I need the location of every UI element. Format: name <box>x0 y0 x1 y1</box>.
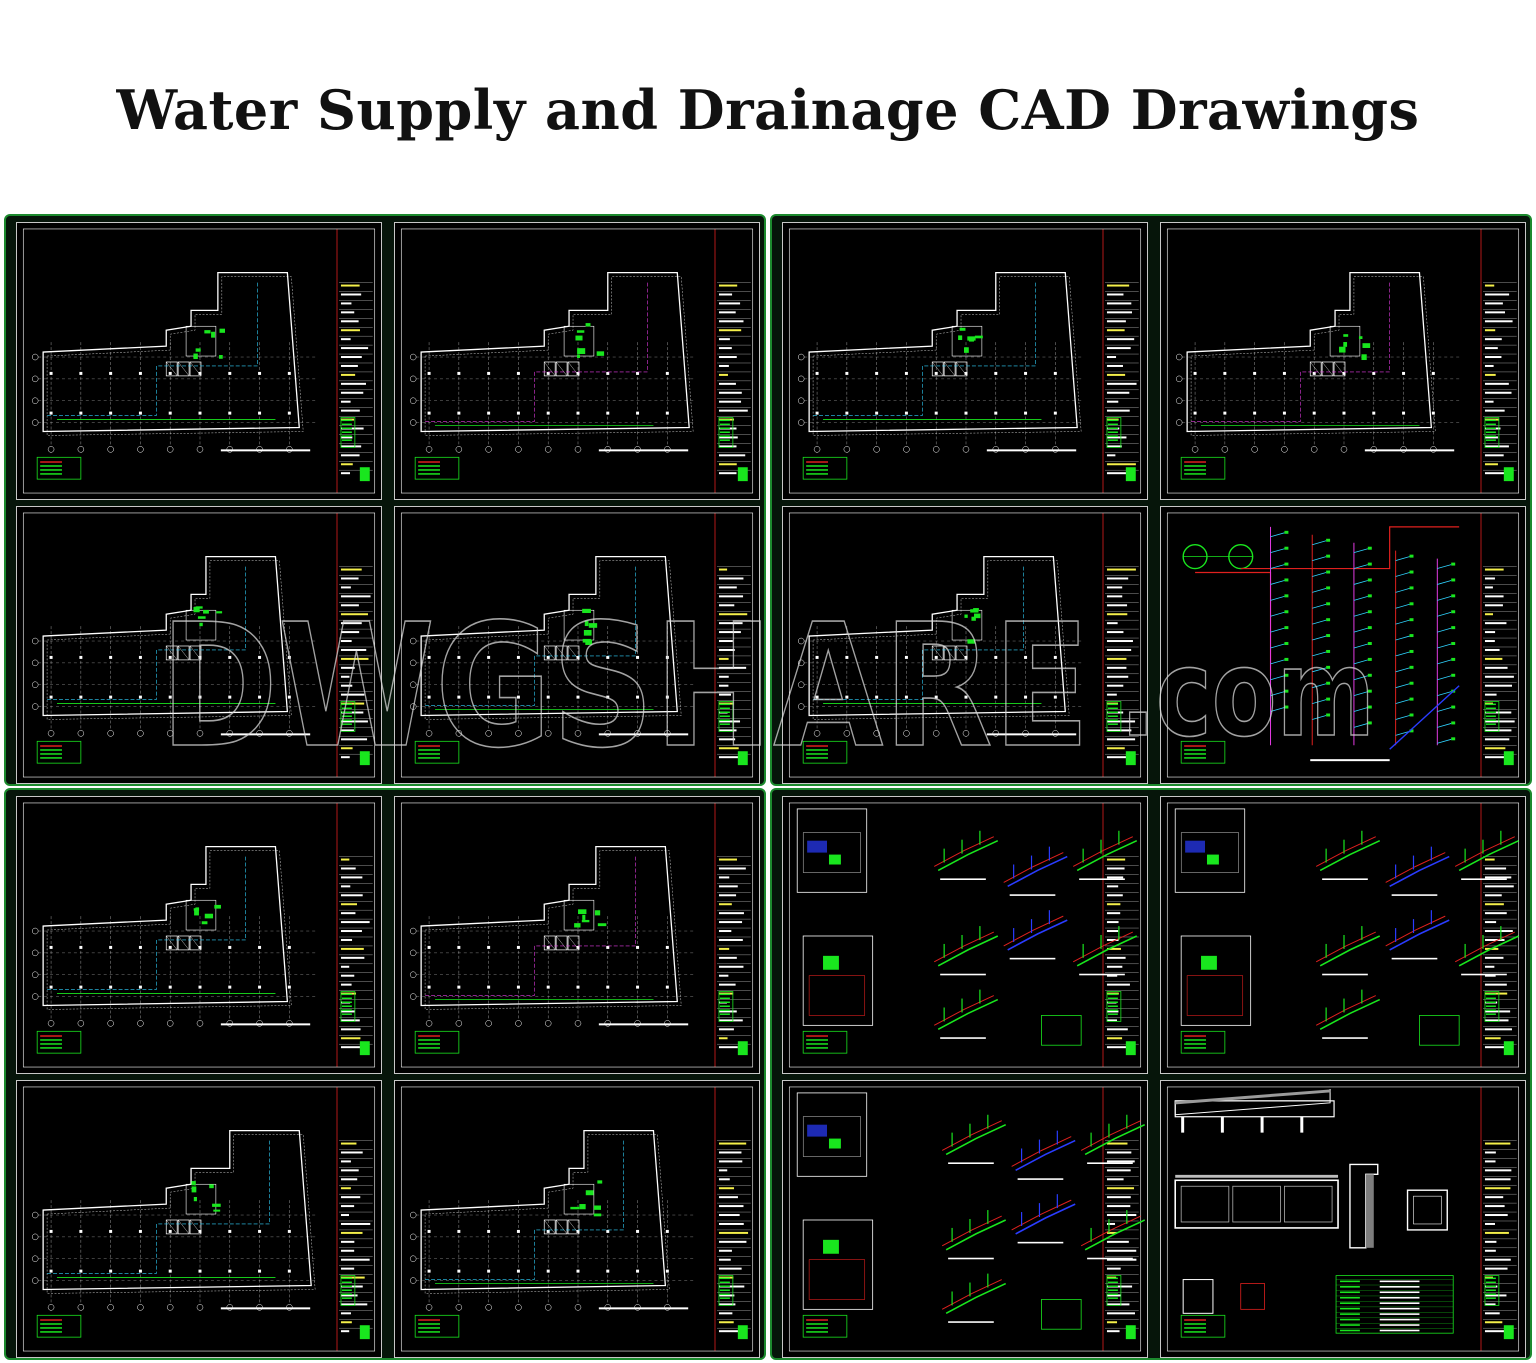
cad-drawing <box>22 512 376 778</box>
cad-sheet-isometric-detail <box>782 796 1148 1074</box>
cad-sheet-floor-plan <box>16 1080 382 1358</box>
cad-sheet-floor-plan <box>16 506 382 784</box>
drawing-gallery <box>4 214 1532 1360</box>
cad-sheet-floor-plan <box>394 796 760 1074</box>
cad-sheet-floor-plan <box>16 796 382 1074</box>
cad-sheet-floor-plan <box>394 222 760 500</box>
cad-drawing <box>22 1086 376 1352</box>
cad-drawing <box>1166 1086 1520 1352</box>
drawing-set-panel <box>770 214 1532 786</box>
cad-drawing <box>1166 802 1520 1068</box>
cad-sheet-section-detail <box>1160 1080 1526 1358</box>
cad-sheet-isometric-detail <box>1160 796 1526 1074</box>
cad-sheet-floor-plan <box>782 222 1148 500</box>
cad-sheet-floor-plan <box>782 506 1148 784</box>
drawing-set-panel <box>4 788 766 1360</box>
cad-sheet-floor-plan <box>394 506 760 784</box>
cad-sheet-floor-plan <box>1160 222 1526 500</box>
cad-sheet-isometric-detail <box>782 1080 1148 1358</box>
cad-drawing <box>400 802 754 1068</box>
cad-drawing <box>400 228 754 494</box>
cad-drawing <box>788 228 1142 494</box>
cad-drawing <box>22 802 376 1068</box>
cad-sheet-riser-diagram <box>1160 506 1526 784</box>
drawing-set-panel <box>4 214 766 786</box>
cad-drawing <box>1166 512 1520 778</box>
page-title: Water Supply and Drainage CAD Drawings <box>116 78 1420 142</box>
cad-drawing <box>788 802 1142 1068</box>
cad-sheet-floor-plan <box>16 222 382 500</box>
cad-drawing <box>400 512 754 778</box>
cad-drawing <box>788 1086 1146 1352</box>
cad-drawing <box>400 1086 754 1352</box>
cad-drawing <box>1166 228 1520 494</box>
cad-drawing <box>788 512 1142 778</box>
drawing-set-panel <box>770 788 1532 1360</box>
cad-drawing <box>22 228 376 494</box>
cad-sheet-floor-plan <box>394 1080 760 1358</box>
